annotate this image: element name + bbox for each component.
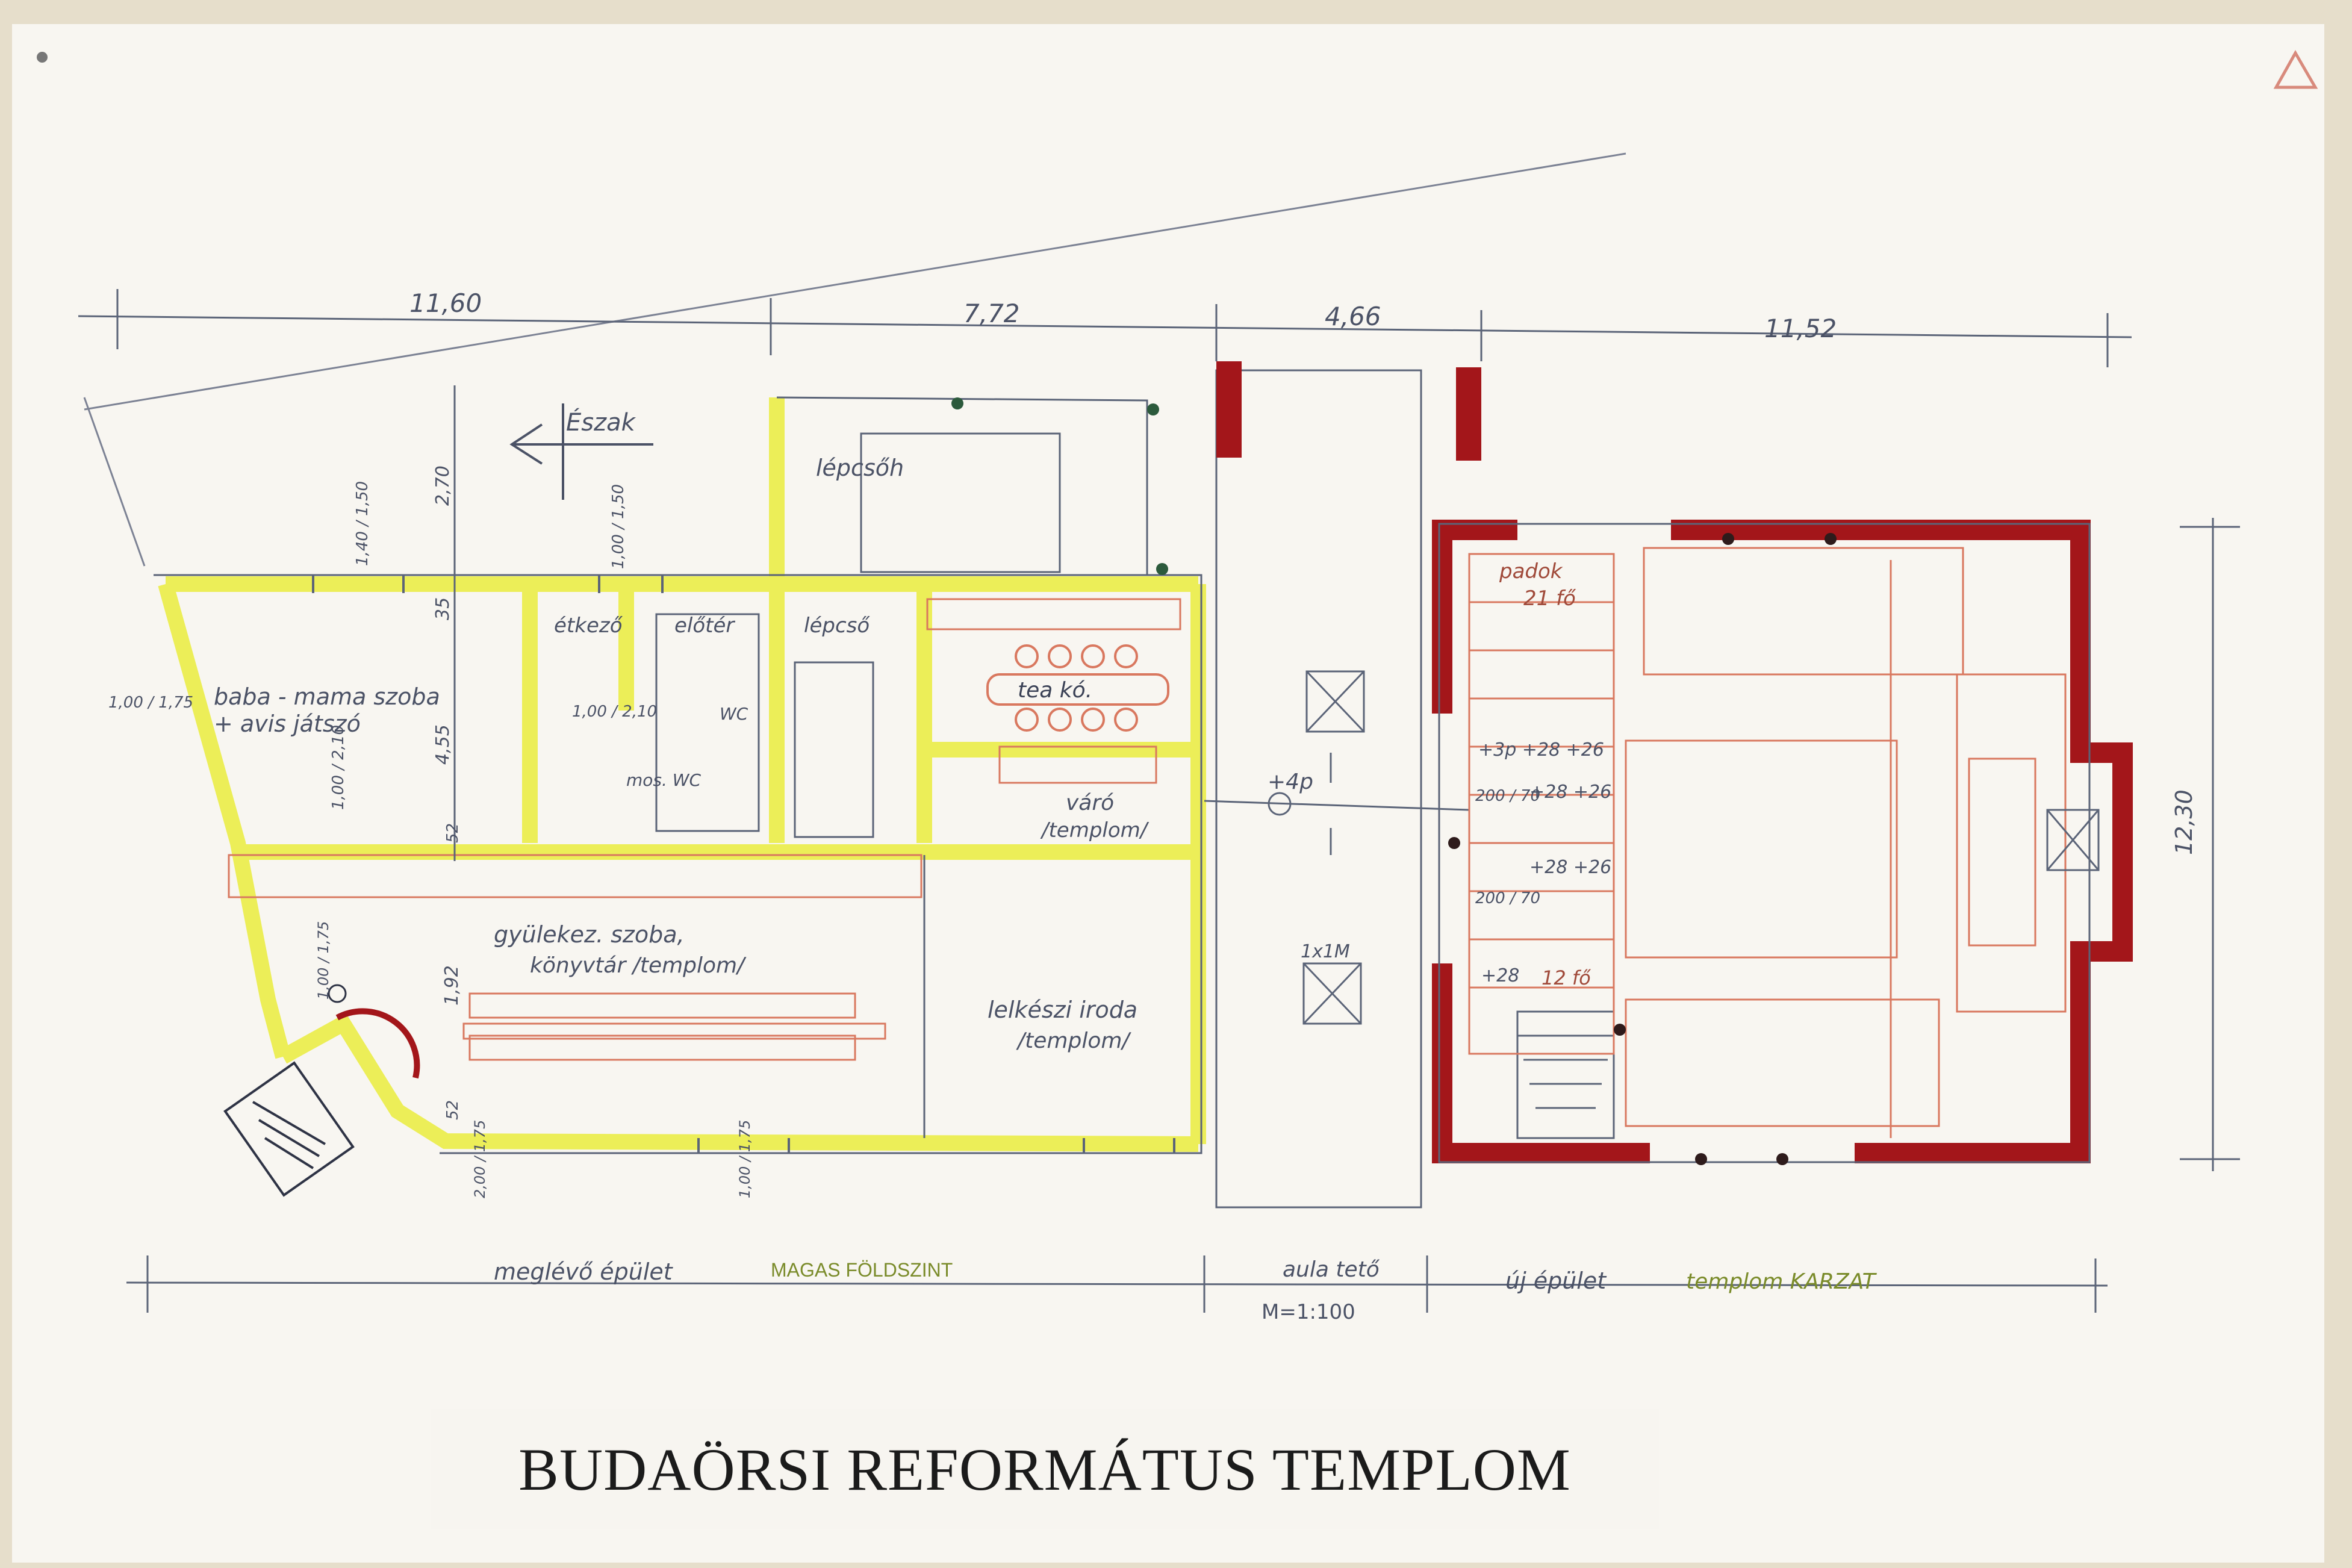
room-assembly-2: könyvtár /templom/ — [530, 953, 747, 978]
legend-existing-level: MAGAS FÖLDSZINT — [771, 1259, 953, 1281]
aula-pillars — [1216, 361, 1481, 461]
right-dimension-line — [2180, 518, 2240, 1171]
room-tea: tea kó. — [1018, 678, 1092, 703]
existing-building-outline — [154, 396, 1202, 1154]
dim-top-1: 11,60 — [409, 288, 482, 318]
dim-top-2: 7,72 — [963, 299, 1020, 328]
aula-outline — [1204, 369, 1470, 1209]
page-title: BUDAÖRSI REFORMÁTUS TEMPLOM — [518, 1436, 1571, 1503]
column-dots — [951, 397, 1837, 1165]
boundary-line — [84, 152, 1626, 411]
dim-left-192: 1,92 — [441, 965, 462, 1006]
existing-building-walls — [158, 397, 1206, 1152]
seats-row-e: 12 fő — [1542, 966, 1591, 989]
room-hall: előtér — [674, 614, 735, 638]
tea-room-chairs — [986, 644, 1169, 732]
top-dimension-line — [78, 289, 2132, 367]
legend-existing: meglévő épület — [494, 1258, 674, 1285]
furniture-benches — [228, 598, 1181, 1061]
dim-bottom-3: 1,00 / 1,75 — [315, 921, 332, 1000]
dim-top-3: 4,66 — [1325, 302, 1381, 331]
room-office-2: /templom/ — [1016, 1028, 1131, 1053]
paper-sheet — [12, 24, 2324, 1563]
room-assembly: gyülekez. szoba, — [494, 921, 685, 948]
room-baba-mama: baba - mama szoba — [214, 683, 440, 710]
window-openings — [312, 575, 1175, 1153]
new-pillar-box — [2046, 809, 2100, 871]
seats-row-c: +28 +26 — [1529, 857, 1611, 878]
dim-door-2: 1,00 / 2,10 — [329, 725, 347, 810]
legend-new-level: templom KARZAT — [1686, 1269, 1878, 1294]
spiral-stair — [335, 1008, 420, 1079]
room-waiting-2: /templom/ — [1040, 818, 1150, 842]
room-baba-mama-2: + avis játszó — [214, 711, 361, 737]
new-building-walls — [1432, 520, 2133, 1163]
dim-seat-1: 200 / 70 — [1475, 787, 1540, 805]
new-building-outline — [1438, 523, 2091, 1163]
scale-label: M=1:100 — [1262, 1300, 1355, 1324]
room-office: lelkészi iroda — [988, 997, 1137, 1023]
aula-skylight: 1x1M — [1301, 941, 1350, 962]
dim-window-1: 1,40 / 1,50 — [353, 481, 372, 566]
legend-new: új épület — [1505, 1268, 1607, 1294]
dim-right: 12,30 — [2171, 789, 2197, 855]
north-label: Észak — [566, 408, 636, 437]
external-stair — [223, 1061, 355, 1197]
room-waiting: váró — [1066, 791, 1114, 815]
gallery-pews — [1468, 547, 2067, 1138]
dim-left-455: 4,55 — [432, 724, 453, 765]
dim-left-52a: 52 — [444, 823, 462, 843]
seats-row-d: +28 — [1481, 965, 1519, 986]
legend-line — [126, 1255, 2108, 1313]
room-stair-top: lépcsőh — [816, 455, 904, 481]
property-line — [83, 397, 146, 567]
dim-window-3: 1,00 / 1,75 — [108, 694, 193, 712]
dim-left-52b: 52 — [444, 1100, 462, 1120]
dim-seat-2: 200 / 70 — [1475, 889, 1540, 907]
dim-door-1: 1,00 / 2,10 — [572, 703, 657, 721]
title-label-card: BUDAÖRSI REFORMÁTUS TEMPLOM — [431, 1409, 1659, 1529]
dim-window-2: 1,00 / 1,50 — [609, 484, 627, 569]
dim-left-35: 35 — [432, 597, 453, 620]
dim-bottom-1: 2,00 / 1,75 — [471, 1120, 488, 1198]
stair-column — [328, 984, 347, 1003]
dim-left-270: 2,70 — [432, 465, 453, 506]
room-wc-1: WC — [720, 704, 748, 724]
north-arrow-icon — [509, 403, 653, 500]
room-stair-mid: lépcső — [804, 614, 870, 638]
room-dining: étkező — [554, 614, 623, 638]
seats-row-b: +28 +26 — [1529, 782, 1611, 803]
gallery-count: 21 fő — [1523, 586, 1576, 611]
aula-level: +4p — [1268, 770, 1313, 794]
dim-bottom-2: 1,00 / 1,75 — [736, 1120, 753, 1198]
seats-row-a: +3p +28 +26 — [1478, 739, 1604, 761]
gallery-label: padok — [1499, 559, 1563, 583]
pin-mark — [37, 52, 48, 63]
room-wc-2: mos. WC — [626, 770, 701, 790]
corner-mark — [2273, 49, 2318, 89]
legend-aula: aula tető — [1283, 1257, 1380, 1282]
dim-top-4: 11,52 — [1764, 314, 1837, 343]
